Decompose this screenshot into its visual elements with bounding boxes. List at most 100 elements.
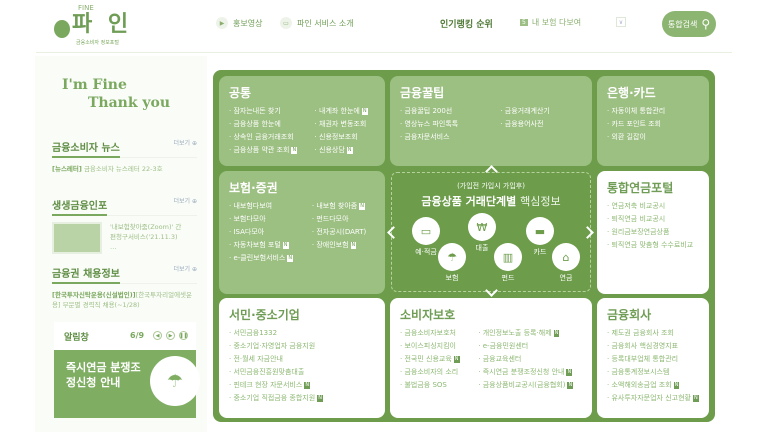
search-button[interactable]: 통합검색⚲ xyxy=(662,11,716,37)
menu-item[interactable]: 내보험다보여 xyxy=(229,200,302,213)
menu-item[interactable]: 원리금보장연금상품 xyxy=(607,226,699,239)
section-title: 생생금융인포 xyxy=(52,197,108,216)
category-insurance[interactable]: ☂보험 xyxy=(432,243,472,283)
menu-item[interactable]: 금융상품 한눈에 xyxy=(229,118,305,131)
info-item[interactable]: '내보험찾아줌(Zoom)' 간편청구서비스('21.11.3) … xyxy=(52,222,197,254)
category-deposit[interactable]: ▭예·적금 xyxy=(406,217,446,257)
menu-item-label: 잠자는내돈 찾기 xyxy=(233,107,281,115)
menu-item[interactable]: 영상뉴스 파인톡톡 xyxy=(400,118,490,131)
menu-item[interactable]: 외환 길잡이 xyxy=(607,131,699,144)
menu-item-label: 금융꿀팁 200선 xyxy=(404,107,453,115)
card-title: 금융꿀팁 xyxy=(400,86,445,100)
menu-item[interactable]: 금융회사 핵심경영지표 xyxy=(607,340,699,353)
news-item[interactable]: [뉴스레터] 금융소비자 뉴스레터 22-3호 xyxy=(52,164,197,174)
more-link[interactable]: 더보기 ⊕ xyxy=(173,198,198,205)
menu-item[interactable]: 카드 포인트 조회 xyxy=(607,118,699,131)
card-menu: 제도권 금융회사 조회금융회사 핵심경영지표등록대부업체 통합관리금융통계정보시… xyxy=(607,327,699,405)
more-link[interactable]: 더보기 ⊕ xyxy=(173,266,198,273)
category-label: 대출 xyxy=(475,244,489,252)
menu-item-label: 내보험 찾아줌 xyxy=(316,202,358,210)
menu-item[interactable]: 금융용어사전 xyxy=(500,118,582,131)
menu-item[interactable]: 퇴직연금 맞춤형 수수료비교 xyxy=(607,239,699,252)
card-pension: 통합연금포털연금저축 비교공시퇴직연금 비교공시원리금보장연금상품퇴직연금 맞춤… xyxy=(597,171,709,294)
new-badge: N xyxy=(553,329,560,337)
menu-item-label: 연금저축 비교공시 xyxy=(611,202,666,210)
service-intro-link[interactable]: ▭파인 서비스 소개 xyxy=(280,17,354,29)
menu-item[interactable]: 퇴직연금 비교공시 xyxy=(607,213,699,226)
menu-item[interactable]: 금융상품 약관 조회N xyxy=(229,144,305,157)
menu-item[interactable]: 금융소비자의 소리 xyxy=(400,366,468,379)
info-text: '내보험찾아줌(Zoom)' 간편청구서비스('21.11.3) … xyxy=(110,223,182,251)
notice-banner[interactable]: 즉시연금 분쟁조정신청 안내 ☂ xyxy=(54,350,200,418)
menu-item[interactable]: 상속인 금융거래조회 xyxy=(229,131,305,144)
menu-item[interactable]: 금융꿀팁 200선 xyxy=(400,105,490,118)
jobs-item[interactable]: [한국투자신탁운용(신설법인)][한국투자리얼에셋운용] 부문별 경력직 채용(… xyxy=(52,290,197,310)
menu-item[interactable]: 금융거래계산기 xyxy=(500,105,582,118)
house-icon: ⌂ xyxy=(552,243,580,271)
menu-item[interactable]: 전·월세 자금안내 xyxy=(229,353,375,366)
menu-item[interactable]: 금융통계정보시스템 xyxy=(607,366,699,379)
menu-item-label: 금융상품비교공시(금융협회) xyxy=(482,381,566,389)
card-consumer: 소비자보호금융소비자보호처보이스피싱지킴이전국민 신용교육N금융소비자의 소리불… xyxy=(390,298,592,418)
menu-item[interactable]: 잠자는내돈 찾기 xyxy=(229,105,305,118)
menu-item[interactable]: 신용정보조회 xyxy=(315,131,375,144)
logo[interactable]: FINE 파 인 금융소비자 정보포털 xyxy=(52,4,152,50)
menu-item[interactable]: 자동차보험 포털N xyxy=(229,239,302,252)
umbrella-chart-icon: ☂ xyxy=(150,356,200,406)
menu-item[interactable]: 보험다모아 xyxy=(229,213,302,226)
section-title: 금융권 채용정보 xyxy=(52,265,120,284)
menu-item[interactable]: 개인정보노출 등록·해제N xyxy=(478,327,582,340)
menu-item[interactable]: 등록대부업체 통합관리 xyxy=(607,353,699,366)
card-icon: ▬ xyxy=(526,217,554,245)
category-card[interactable]: ▬카드 xyxy=(520,217,560,257)
menu-item[interactable]: 연금저축 비교공시 xyxy=(607,200,699,213)
menu-item[interactable]: 불법금융 SOS xyxy=(400,379,468,392)
menu-item-label: 퇴직연금 맞춤형 수수료비교 xyxy=(611,241,694,249)
news-tag: [뉴스레터] xyxy=(52,165,82,173)
menu-item[interactable]: 즉시연금 분쟁조정신청 안내N xyxy=(478,366,582,379)
laptop-icon: ▭ xyxy=(412,217,440,245)
next-icon[interactable]: ▶ xyxy=(166,331,175,340)
category-fund[interactable]: ▥펀드 xyxy=(488,243,528,283)
pause-icon[interactable]: ❚❚ xyxy=(179,331,188,340)
menu-item[interactable]: 서민금융1332 xyxy=(229,327,375,340)
ranking-dropdown-chevron-down-icon[interactable]: ∨ xyxy=(616,17,626,27)
menu-item[interactable]: 소액해외송금업 조회N xyxy=(607,379,699,392)
notice-panel: 알림창 6/9 ◀ ▶ ❚❚ 즉시연금 분쟁조정신청 안내 ☂ xyxy=(54,322,200,418)
menu-item-label: 제도권 금융회사 조회 xyxy=(611,329,674,337)
menu-item[interactable]: e-금융민원센터 xyxy=(478,340,582,353)
menu-item[interactable]: 서민금융진흥원맞춤대출 xyxy=(229,366,375,379)
menu-item[interactable]: 전자공시(DART) xyxy=(312,226,375,239)
more-link[interactable]: 더보기 ⊕ xyxy=(173,140,198,147)
menu-item[interactable]: 제도권 금융회사 조회 xyxy=(607,327,699,340)
new-badge: N xyxy=(566,368,573,376)
menu-item-label: 금융회사 핵심경영지표 xyxy=(611,342,679,350)
prev-icon[interactable]: ◀ xyxy=(153,331,162,340)
promo-video-link[interactable]: ▶홍보영상 xyxy=(216,17,262,29)
menu-item-label: 금융상품 약관 조회 xyxy=(233,146,290,154)
menu-item[interactable]: 금융상품비교공시(금융협회)N xyxy=(478,379,582,392)
menu-item-label: 금융통계정보시스템 xyxy=(611,368,670,376)
menu-item[interactable]: 금융소비자보호처 xyxy=(400,327,468,340)
menu-item[interactable]: 중소기업·자영업자 금융지원 xyxy=(229,340,375,353)
menu-item[interactable]: 채권자 변동조회 xyxy=(315,118,375,131)
menu-item[interactable]: 펀드다모아 xyxy=(312,213,375,226)
menu-item[interactable]: 금융교육센터 xyxy=(478,353,582,366)
menu-item[interactable]: 금융자문서비스 xyxy=(400,131,490,144)
category-pension[interactable]: ⌂연금 xyxy=(546,243,586,283)
menu-item[interactable]: 보이스피싱지킴이 xyxy=(400,340,468,353)
menu-item[interactable]: 자동이체 통합관리 xyxy=(607,105,699,118)
menu-item[interactable]: ISA다모아 xyxy=(229,226,302,239)
category-loan[interactable]: ₩대출 xyxy=(462,213,502,253)
